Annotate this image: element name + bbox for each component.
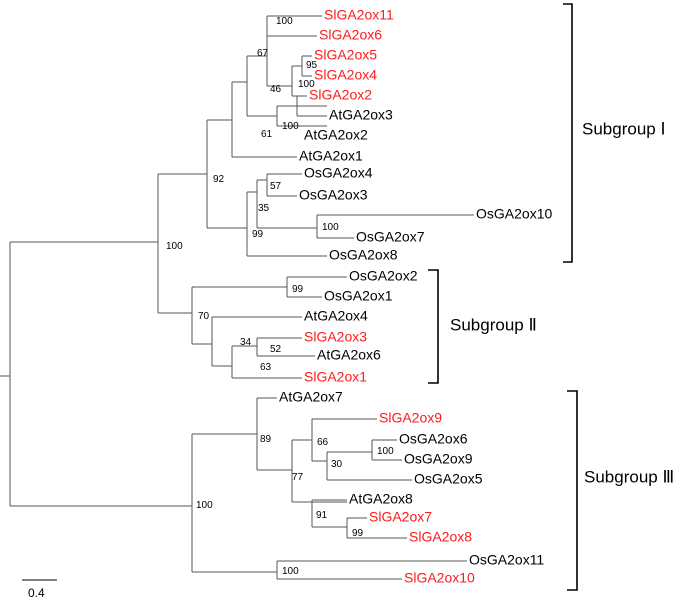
bracket-subgroup-ii (428, 269, 439, 384)
bootstrap-values: 100 67 95 100 46 100 61 92 57 35 100 99 … (166, 16, 394, 577)
support-value: 89 (260, 434, 272, 445)
leaf-label: AtGA2ox1 (299, 148, 363, 164)
leaf-label: OsGA2ox5 (414, 471, 483, 487)
support-value: 46 (270, 84, 282, 95)
support-value: 100 (298, 79, 315, 90)
support-value: 95 (306, 60, 318, 71)
support-value: 34 (240, 337, 252, 348)
subgroup-ii: Subgroup Ⅱ (428, 269, 537, 384)
leaf-label: SlGA2ox11 (324, 7, 394, 23)
leaf-label: OsGA2ox9 (404, 451, 473, 467)
subgroup-label: Subgroup Ⅲ (584, 467, 674, 486)
support-value: 99 (352, 528, 364, 539)
support-value: 100 (276, 16, 293, 27)
support-value: 61 (261, 129, 273, 140)
subgroup-iii: Subgroup Ⅲ (567, 390, 674, 591)
leaf-label: SlGA2ox2 (309, 87, 372, 103)
leaf-label: SlGA2ox3 (304, 329, 367, 345)
leaf-label: AtGA2ox4 (304, 308, 368, 324)
leaf-label: OsGA2ox1 (324, 288, 393, 304)
support-value: 100 (282, 121, 299, 132)
leaf-label: SlGA2ox4 (314, 67, 377, 83)
leaf-label: OsGA2ox6 (399, 431, 468, 447)
support-value: 100 (166, 241, 183, 252)
scale-bar-label: 0.4 (28, 586, 45, 600)
subgroup-label: Subgroup Ⅱ (450, 315, 537, 334)
support-value: 100 (282, 566, 299, 577)
leaf-label: SlGA2ox1 (304, 369, 367, 385)
support-value: 91 (316, 510, 328, 521)
leaf-label: OsGA2ox10 (476, 206, 552, 222)
tree-branches (0, 15, 474, 580)
support-value: 67 (257, 48, 269, 59)
support-value: 52 (270, 344, 282, 355)
scale-bar: 0.4 (22, 579, 57, 600)
subgroup-i: Subgroup Ⅰ (563, 3, 665, 263)
leaf-label: OsGA2ox4 (304, 165, 373, 181)
leaf-label: SlGA2ox9 (379, 410, 442, 426)
leaf-label: AtGA2ox2 (304, 127, 368, 143)
support-value: 100 (377, 446, 394, 457)
leaf-label: SlGA2ox5 (314, 47, 377, 63)
leaf-label: SlGA2ox8 (409, 529, 472, 545)
support-value: 66 (317, 437, 329, 448)
leaf-label: AtGA2ox8 (349, 491, 413, 507)
support-value: 99 (292, 284, 304, 295)
support-value: 57 (270, 181, 282, 192)
leaf-label: SlGA2ox7 (369, 509, 432, 525)
leaf-label: SlGA2ox6 (319, 27, 382, 43)
leaf-label: AtGA2ox7 (279, 389, 343, 405)
leaf-label: OsGA2ox3 (299, 187, 368, 203)
leaf-label: AtGA2ox6 (317, 347, 381, 363)
support-value: 70 (198, 311, 210, 322)
support-value: 99 (252, 229, 264, 240)
leaf-label: SlGA2ox10 (404, 570, 475, 586)
bracket-subgroup-i (563, 3, 573, 263)
leaf-label: OsGA2ox2 (349, 268, 418, 284)
support-value: 63 (260, 362, 272, 373)
leaf-label: OsGA2ox11 (469, 552, 544, 568)
subgroup-label: Subgroup Ⅰ (582, 119, 665, 138)
leaf-label: OsGA2ox8 (329, 247, 398, 263)
support-value: 30 (331, 459, 343, 470)
support-value: 100 (322, 222, 339, 233)
leaf-label: AtGA2ox3 (329, 107, 393, 123)
support-value: 35 (258, 203, 270, 214)
leaf-label: OsGA2ox7 (356, 229, 425, 245)
support-value: 77 (292, 472, 304, 483)
support-value: 100 (196, 500, 213, 511)
leaf-labels: SlGA2ox11 SlGA2ox6 SlGA2ox5 SlGA2ox4 SlG… (279, 7, 552, 586)
support-value: 92 (213, 174, 225, 185)
bracket-subgroup-iii (567, 390, 578, 591)
